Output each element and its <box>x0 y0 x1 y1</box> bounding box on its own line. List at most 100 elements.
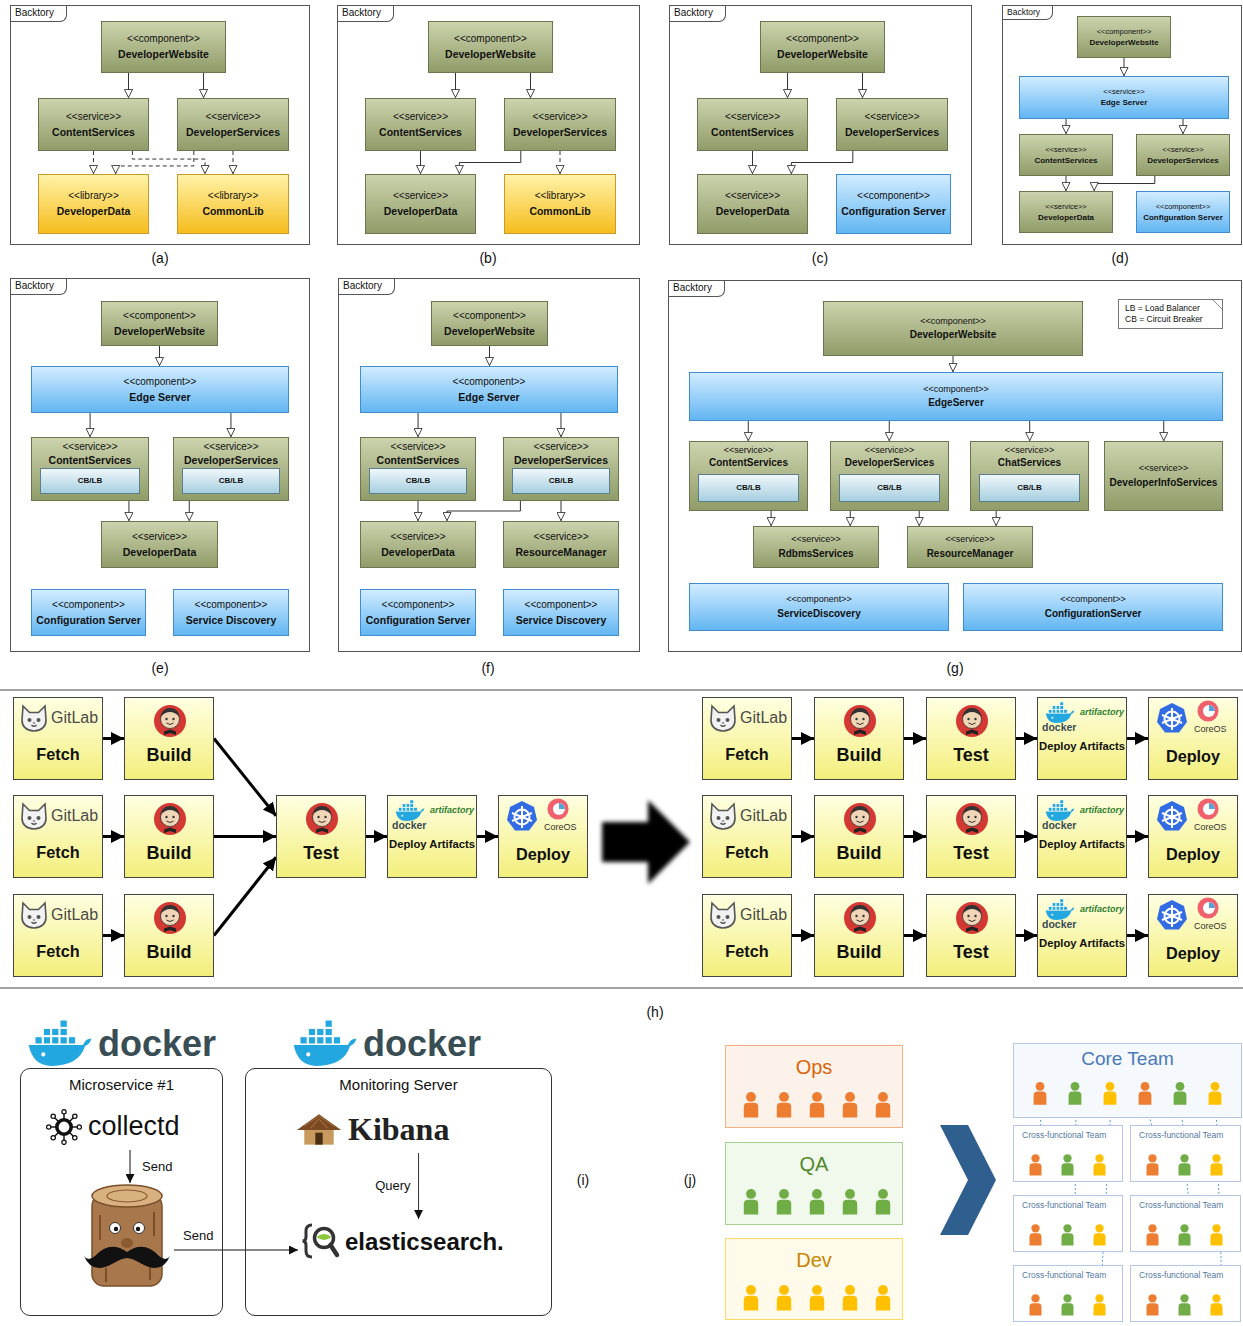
node-text: Edge Server <box>458 391 519 404</box>
service-box: <<service>>ContentServicesCB/LB <box>31 437 149 501</box>
person-icon <box>876 1285 890 1311</box>
node-text: <<service>> <box>393 111 448 123</box>
node-text: DeveloperWebsite <box>118 48 209 61</box>
agent-node: collectd <box>46 1107 211 1147</box>
circuit-breaker-box: CB/LB <box>839 474 940 502</box>
connector <box>748 421 749 441</box>
connector <box>1127 934 1148 937</box>
node-text: Test <box>277 843 365 865</box>
connector <box>116 151 194 174</box>
log-eye <box>110 1223 121 1234</box>
node-text: <<component>> <box>1097 27 1152 36</box>
infrastructure-box: <<component>>Configuration Server <box>836 174 951 234</box>
infrastructure-box: <<service>>Edge Server <box>1019 76 1229 119</box>
pipeline-stage: CoreOSDeploy <box>498 795 588 878</box>
circuit-breaker-box: CB/LB <box>512 468 610 494</box>
node-text: Backtory <box>339 279 395 295</box>
connector <box>189 501 190 521</box>
team-group: Dev <box>725 1238 903 1320</box>
logo-icon <box>277 796 365 877</box>
connector <box>489 346 490 366</box>
pipeline-stage: Build <box>814 894 904 977</box>
elastic-icon <box>303 1225 338 1257</box>
node-text: Backtory <box>670 6 726 22</box>
service-box: <<service>>DeveloperServices <box>504 98 616 151</box>
dashboard-node: Kibana <box>296 1107 511 1153</box>
pipeline-stage: dockerartifactoryDeploy Artifacts <box>1037 795 1127 878</box>
node-text: ConfigurationServer <box>1045 608 1142 620</box>
node-text: ContentServices <box>377 454 460 467</box>
node-text: Fetch <box>14 942 102 962</box>
pipeline-stage: GitLabFetch <box>13 697 103 780</box>
node-text: Build <box>815 843 903 865</box>
node-text: CommonLib <box>202 205 263 218</box>
node-text: DeveloperInfoServices <box>1110 477 1218 489</box>
service-box: <<service>>DeveloperData <box>365 174 476 234</box>
node-text: <<service>> <box>725 111 780 123</box>
node-text: <<service>> <box>390 531 445 543</box>
node-text: GitLab <box>740 806 787 825</box>
person-icon <box>810 1285 824 1311</box>
pipeline-stage: dockerartifactoryDeploy Artifacts <box>1037 894 1127 977</box>
node-text: GitLab <box>740 708 787 727</box>
pipeline-stage: GitLabFetch <box>702 697 792 780</box>
node-text: Fetch <box>703 942 791 962</box>
panel-label: (h) <box>646 1004 663 1020</box>
node-text: artifactory <box>430 805 474 816</box>
node-text: Fetch <box>703 745 791 765</box>
jenkins-icon <box>956 803 988 835</box>
coreos-icon <box>1197 700 1218 721</box>
node-text: DeveloperWebsite <box>1089 38 1158 48</box>
infrastructure-box: <<component>>ServiceDiscovery <box>689 583 949 631</box>
connector <box>459 151 520 174</box>
node-text: <<service>> <box>1005 445 1055 456</box>
node-text: Test <box>927 745 1015 767</box>
service-box: <<service>>DeveloperInfoServices <box>1104 441 1223 511</box>
node-text: ContentServices <box>52 126 135 139</box>
node-text: Backtory <box>11 6 67 22</box>
system-frame: Backtory<<component>>DeveloperWebsite<<s… <box>669 5 972 245</box>
service-box: <<component>>DeveloperWebsite <box>428 21 553 73</box>
node-text: Deploy Artifacts <box>1038 738 1126 754</box>
node-text: <<service>> <box>533 441 588 453</box>
transition-arrow <box>602 800 690 884</box>
coreos-icon <box>1197 798 1218 819</box>
logo-wordmark: docker <box>363 1023 481 1064</box>
connector <box>1066 119 1067 134</box>
node-text: CoreOS <box>1194 822 1227 833</box>
k8s-icon <box>1157 900 1187 930</box>
node-text: <<component>> <box>124 376 197 388</box>
node-text: Deploy <box>1149 747 1237 767</box>
pipeline-stage: dockerartifactoryDeploy Artifacts <box>387 795 477 878</box>
connector <box>530 73 531 98</box>
service-box: <<service>>ContentServicesCB/LB <box>689 441 808 511</box>
log-body <box>92 1194 162 1286</box>
service-box: <<service>>ChatServicesCB/LB <box>970 441 1089 511</box>
node-text: GitLab <box>51 806 98 825</box>
node-text: collectd <box>88 1107 180 1145</box>
connector <box>996 511 997 526</box>
logo-wordmark: docker <box>98 1023 216 1064</box>
node-text: docker <box>1042 721 1076 734</box>
node-text: <<service>> <box>724 445 774 456</box>
node-text: Kibana <box>348 1108 449 1150</box>
connector <box>418 413 419 437</box>
person-icon <box>744 1092 758 1118</box>
service-box: <<service>>DeveloperData <box>1019 191 1113 233</box>
node-text: docker <box>1042 918 1076 931</box>
node-text: Fetch <box>14 745 102 765</box>
gitlab-icon <box>22 903 46 928</box>
jenkins-icon <box>154 705 186 737</box>
pipeline-stage: Build <box>124 894 214 977</box>
node-text: <<library>> <box>535 190 586 202</box>
connector <box>904 737 926 740</box>
connector <box>889 421 890 441</box>
logo-icon <box>927 796 1015 877</box>
jenkins-icon <box>154 803 186 835</box>
person-icon <box>1094 1224 1106 1245</box>
panel-label: (d) <box>1111 250 1128 266</box>
connector <box>103 835 124 838</box>
node-text: DeveloperServices <box>845 126 939 139</box>
connector <box>1066 176 1067 191</box>
